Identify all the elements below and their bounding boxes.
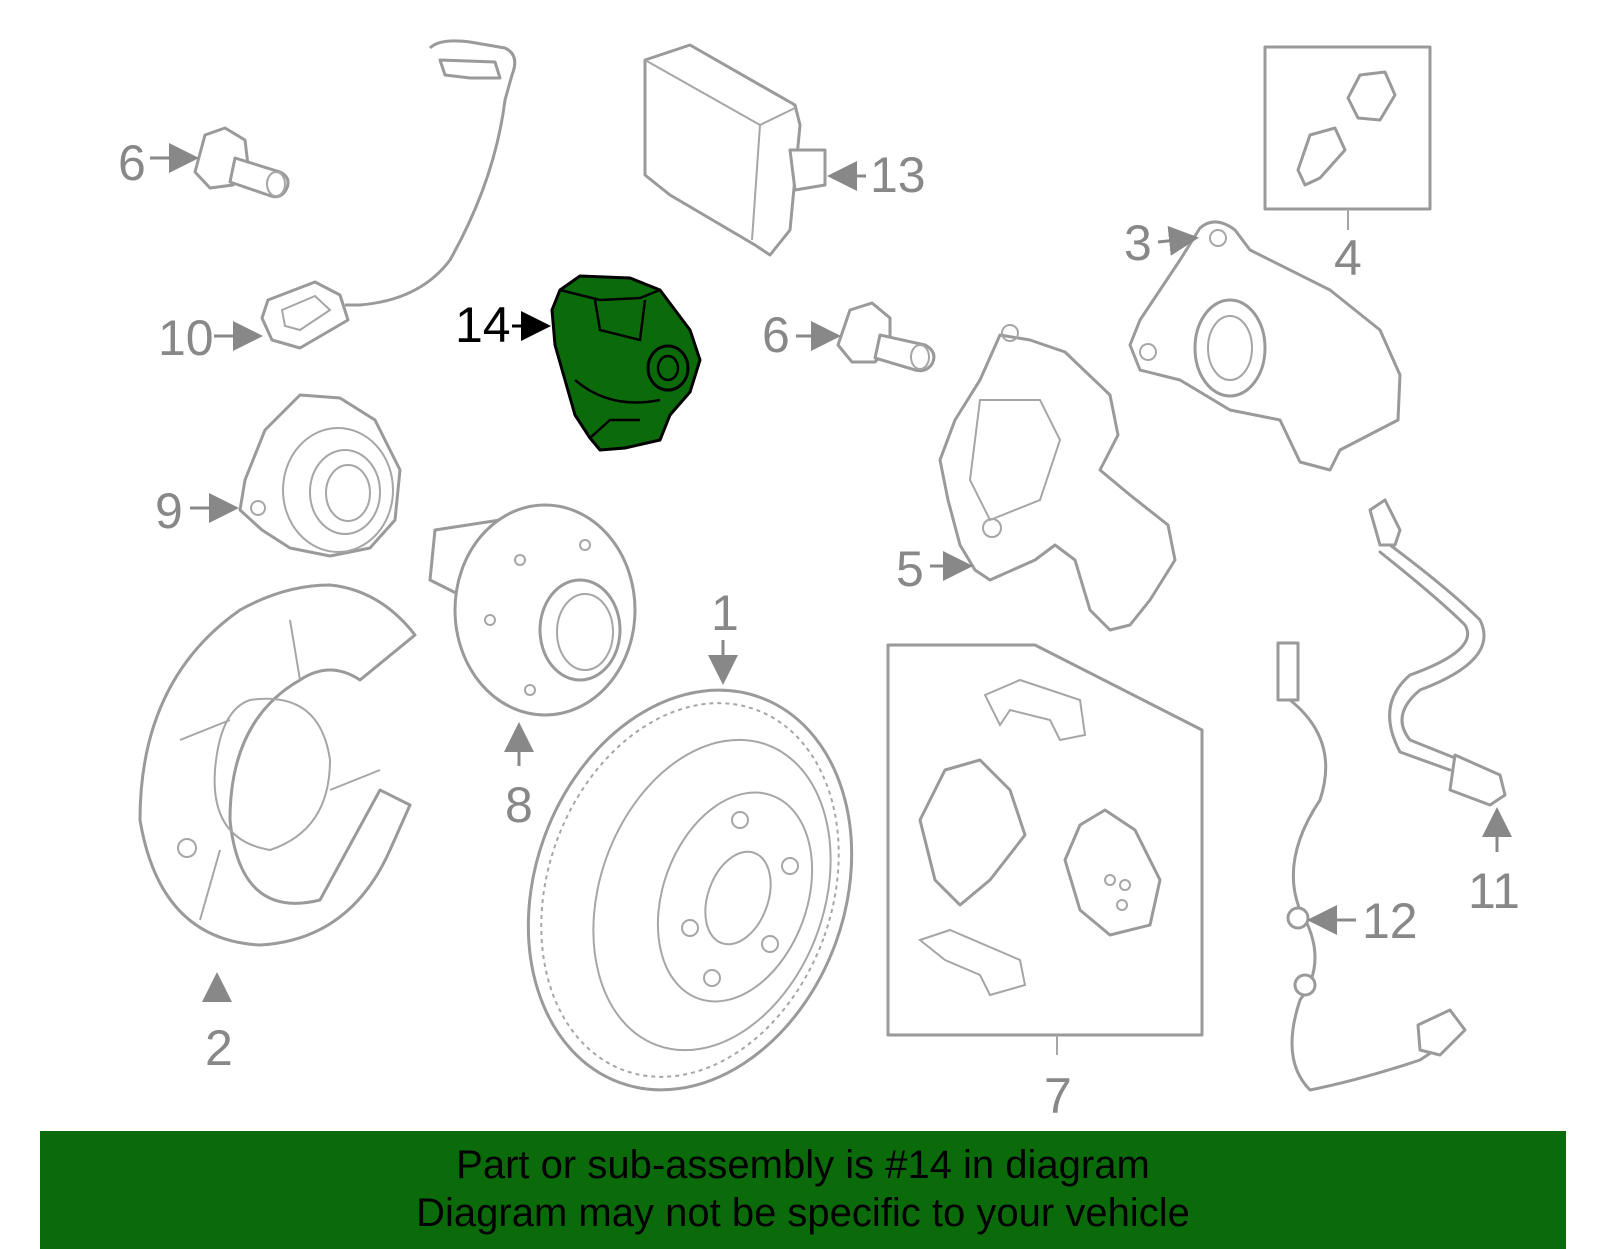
wheel-hub-part-8[interactable]	[428, 503, 637, 717]
callout-11: 11	[1468, 863, 1520, 919]
dust-shield-part-2[interactable]	[138, 583, 417, 947]
callout-6-upper: 6	[118, 135, 146, 191]
banner-line-2: Diagram may not be specific to your vehi…	[416, 1191, 1190, 1235]
callout-2: 2	[205, 1020, 233, 1076]
callout-10: 10	[158, 310, 214, 366]
brake-actuator-part-14-highlighted[interactable]	[550, 274, 702, 452]
callout-arrow	[1157, 225, 1199, 256]
callout-5: 5	[896, 541, 924, 597]
callout-8: 8	[505, 777, 533, 833]
callout-1: 1	[711, 585, 739, 641]
info-banner: Part or sub-assembly is #14 in diagram D…	[40, 1131, 1566, 1249]
brake-rotor-part-1[interactable]	[474, 644, 906, 1135]
banner-line-1: Part or sub-assembly is #14 in diagram	[456, 1143, 1150, 1187]
callout-6-lower: 6	[762, 307, 790, 363]
callout-12: 12	[1362, 893, 1418, 949]
control-module-part-13[interactable]	[643, 43, 827, 257]
wheel-bearing-part-9[interactable]	[238, 393, 402, 558]
caliper-carrier-part-5[interactable]	[938, 324, 1177, 632]
bolt-part-6-lower[interactable]	[836, 301, 936, 373]
callout-4: 4	[1334, 230, 1362, 286]
wear-sensor-part-10[interactable]	[260, 39, 517, 350]
callout-14: 14	[455, 297, 511, 353]
callout-3: 3	[1124, 215, 1152, 271]
brake-hose-part-11[interactable]	[1368, 498, 1507, 807]
abs-sensor-part-12[interactable]	[1276, 641, 1467, 1092]
callout-13: 13	[870, 147, 926, 203]
caliper-part-3[interactable]	[1128, 220, 1402, 472]
brake-pad-kit-part-7[interactable]	[886, 643, 1204, 1055]
bolt-part-6-upper[interactable]	[193, 126, 290, 199]
callout-9: 9	[155, 483, 183, 539]
callout-7: 7	[1044, 1068, 1072, 1124]
bleeder-kit-part-4[interactable]	[1263, 45, 1432, 230]
